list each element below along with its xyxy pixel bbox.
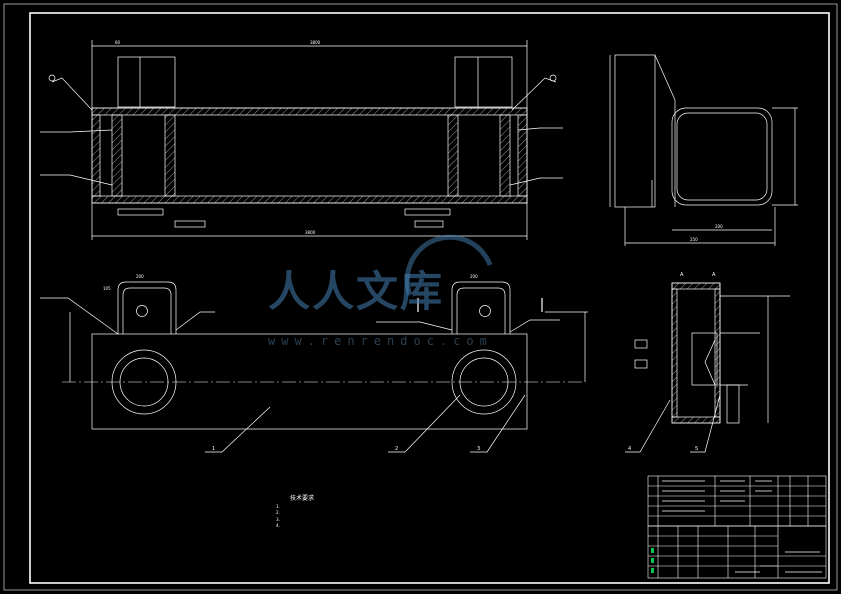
svg-text:250: 250 [690, 237, 698, 242]
svg-text:3800: 3800 [310, 40, 321, 45]
tech-note-2: 2. [276, 510, 280, 516]
balloon-4: 4 [628, 446, 631, 452]
svg-text:200: 200 [715, 224, 723, 229]
tech-notes-title: 技术要求 [290, 495, 315, 502]
technical-notes: 技术要求 1. 2. 3. 4. [276, 495, 315, 529]
plan-view: 105 200 200 [40, 274, 588, 453]
svg-text:200: 200 [136, 274, 144, 279]
tech-note-1: 1. [276, 504, 280, 510]
front-view: 3800 60 3800 [40, 40, 563, 240]
watermark-logo [404, 234, 493, 296]
section-mark-left: A [680, 272, 684, 278]
tech-note-3: 3. [276, 516, 280, 522]
section-mark-right: A [712, 272, 716, 278]
svg-text:3800: 3800 [305, 230, 316, 235]
svg-text:105: 105 [103, 286, 111, 291]
side-view: 250 200 [609, 54, 798, 246]
section-view [625, 282, 790, 453]
part-labels: 1 2 3 4 5 A A [212, 272, 716, 452]
balloon-2: 2 [395, 446, 398, 452]
balloon-5: 5 [695, 446, 698, 452]
tech-note-4: 4. [276, 522, 280, 528]
balloon-1: 1 [212, 446, 215, 452]
svg-text:200: 200 [470, 274, 478, 279]
sheet-border [3, 3, 838, 591]
title-block [647, 475, 827, 579]
revision-marks [651, 548, 654, 573]
balloon-3: 3 [477, 446, 480, 452]
svg-text:60: 60 [115, 40, 121, 45]
